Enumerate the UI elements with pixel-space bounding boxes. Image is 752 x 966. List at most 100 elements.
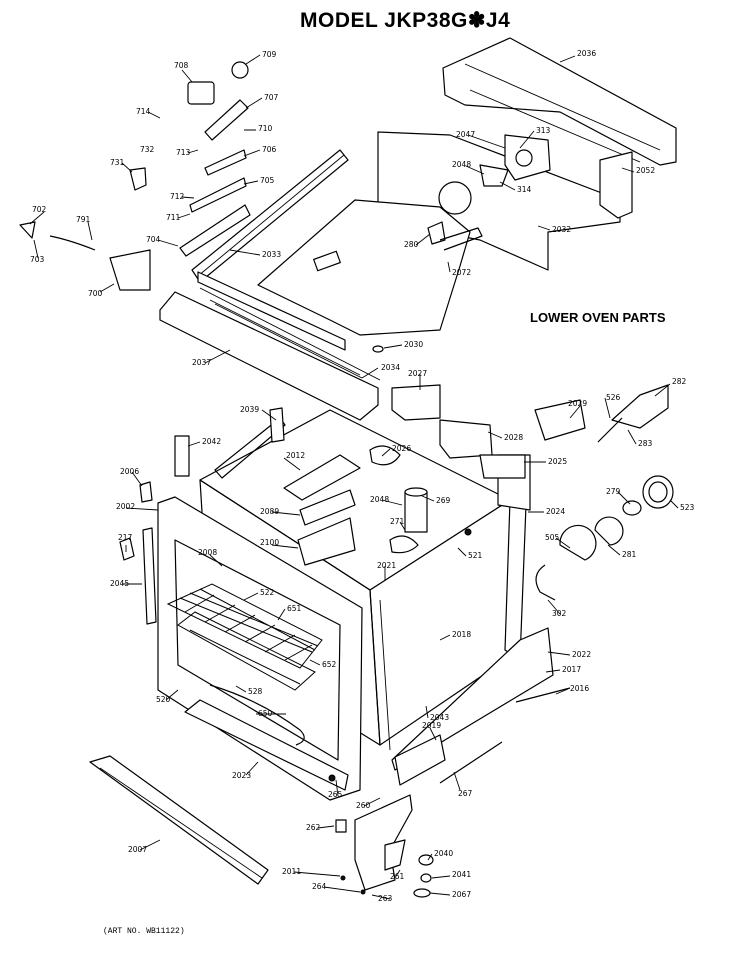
part-label: 2029	[568, 399, 587, 408]
vent-ducts	[391, 384, 586, 479]
part-label: 2021	[377, 561, 396, 570]
part-label: 2024	[546, 507, 565, 516]
part-label: 2048	[452, 160, 471, 169]
part-label: 706	[262, 145, 277, 154]
part-label: 705	[260, 176, 275, 185]
part-label: 650	[258, 709, 273, 718]
part-label: 709	[262, 50, 277, 59]
part-label: 712	[170, 192, 185, 201]
part-label: 2041	[452, 870, 471, 879]
part-label: 2072	[452, 268, 471, 277]
part-label: 2025	[548, 457, 567, 466]
part-label: 2012	[286, 451, 305, 460]
part-label: 711	[166, 213, 181, 222]
vent-tube	[404, 487, 428, 533]
part-label: 652	[322, 660, 337, 669]
side-rail-top	[191, 149, 349, 283]
front-frame-2002	[157, 496, 363, 801]
part-label: 521	[468, 551, 483, 560]
part-label: 526	[606, 393, 621, 402]
part-label: 2036	[577, 49, 596, 58]
part-label: 261	[390, 872, 405, 881]
part-label: 703	[30, 255, 45, 264]
part-label: 2045	[110, 579, 129, 588]
part-label: 2016	[570, 684, 589, 693]
part-label: 2019	[422, 721, 441, 730]
part-label: 262	[306, 823, 321, 832]
part-label: 2089	[260, 507, 279, 516]
lower-front-2023	[184, 699, 349, 791]
part-label: 2011	[282, 867, 301, 876]
part-label: 2022	[572, 650, 591, 659]
part-label: 279	[606, 487, 621, 496]
part-label: 267	[458, 789, 473, 798]
part-label: 2043	[430, 713, 449, 722]
part-label: 2030	[404, 340, 423, 349]
part-label: 2023	[232, 771, 251, 780]
part-label: 282	[672, 377, 687, 386]
top-panel-2033	[257, 199, 471, 336]
part-label: 2027	[408, 369, 427, 378]
part-label: 2033	[262, 250, 281, 259]
part-label: 522	[260, 588, 275, 597]
part-label: 702	[32, 205, 47, 214]
part-label: 265	[328, 790, 343, 799]
part-label: 700	[88, 289, 103, 298]
back-panel-2036	[442, 37, 677, 166]
left-brackets	[119, 407, 285, 561]
part-label: 2047	[456, 130, 475, 139]
part-label: 2026	[392, 444, 411, 453]
blower-assembly	[479, 134, 551, 187]
part-label: 2018	[452, 630, 471, 639]
part-label: 2007	[128, 845, 147, 854]
lamp-parts	[535, 384, 674, 601]
part-label: 2008	[198, 548, 217, 557]
part-label: 283	[638, 439, 653, 448]
part-label: 260	[356, 801, 371, 810]
part-label: 714	[136, 107, 151, 116]
part-label: 708	[174, 61, 189, 70]
part-label: 2052	[636, 166, 655, 175]
part-label: 2042	[202, 437, 221, 446]
front-top-frame-2037	[159, 271, 381, 421]
part-label: 314	[517, 185, 532, 194]
part-label: 791	[76, 215, 91, 224]
part-label: 281	[622, 550, 637, 559]
section-label: LOWER OVEN PARTS	[530, 310, 666, 325]
part-label: 2048	[370, 495, 389, 504]
part-label: 707	[264, 93, 279, 102]
part-label: 313	[536, 126, 551, 135]
part-label: 528	[248, 687, 263, 696]
hinge-parts	[335, 794, 434, 898]
part-label: 2034	[381, 363, 400, 372]
art-number: (ART NO. WB11122)	[103, 927, 185, 936]
part-label: 271	[390, 517, 405, 526]
part-label: 713	[176, 148, 191, 157]
part-label: 523	[680, 503, 695, 512]
diagram-title: MODEL JKP38G✽J4	[300, 9, 511, 32]
part-label: 2039	[240, 405, 259, 414]
part-label: 2037	[192, 358, 211, 367]
part-label: 731	[110, 158, 125, 167]
part-label: 280	[404, 240, 419, 249]
part-label: 710	[258, 124, 273, 133]
part-label: 2006	[120, 467, 139, 476]
part-label: 2100	[260, 538, 279, 547]
part-label: 2017	[562, 665, 581, 674]
misc-small-parts	[328, 221, 483, 782]
part-label: 264	[312, 882, 327, 891]
insulation-blocks	[283, 454, 361, 566]
bottom-trim-2007	[89, 755, 269, 885]
part-label: 2040	[434, 849, 453, 858]
part-label: 505	[545, 533, 560, 542]
leader-lines	[29, 54, 679, 900]
part-label: 2002	[116, 502, 135, 511]
right-rails	[391, 627, 571, 786]
part-label: 269	[436, 496, 451, 505]
part-label: 217	[118, 533, 133, 542]
part-label: 2032	[552, 225, 571, 234]
part-label: 2067	[452, 890, 471, 899]
part-labels: 709 708 707 714 710 713 706 731 732 705 …	[30, 49, 695, 903]
part-label: 520	[156, 695, 171, 704]
